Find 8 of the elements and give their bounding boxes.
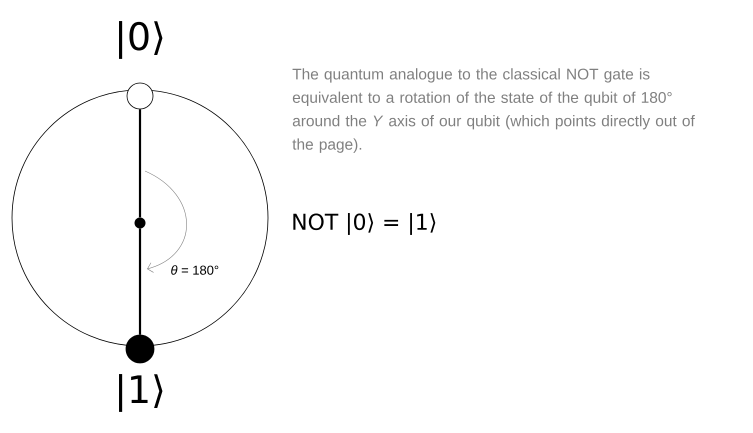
center-dot xyxy=(134,217,146,228)
ket-label: |1⟩ xyxy=(119,374,162,412)
line xyxy=(138,228,142,335)
ket-label: |0⟩ xyxy=(119,21,162,59)
description-text: The quantum analogue to the classical NOT gate is equivalent to a rotation of the state of the qubit of 180° around the Y axis of our qubit (which points directly out of the page). xyxy=(292,68,695,153)
equation: NOT |0⟩ = |1⟩ xyxy=(293,213,436,235)
angle-label: θ = 180° xyxy=(171,265,218,275)
line xyxy=(138,109,142,218)
